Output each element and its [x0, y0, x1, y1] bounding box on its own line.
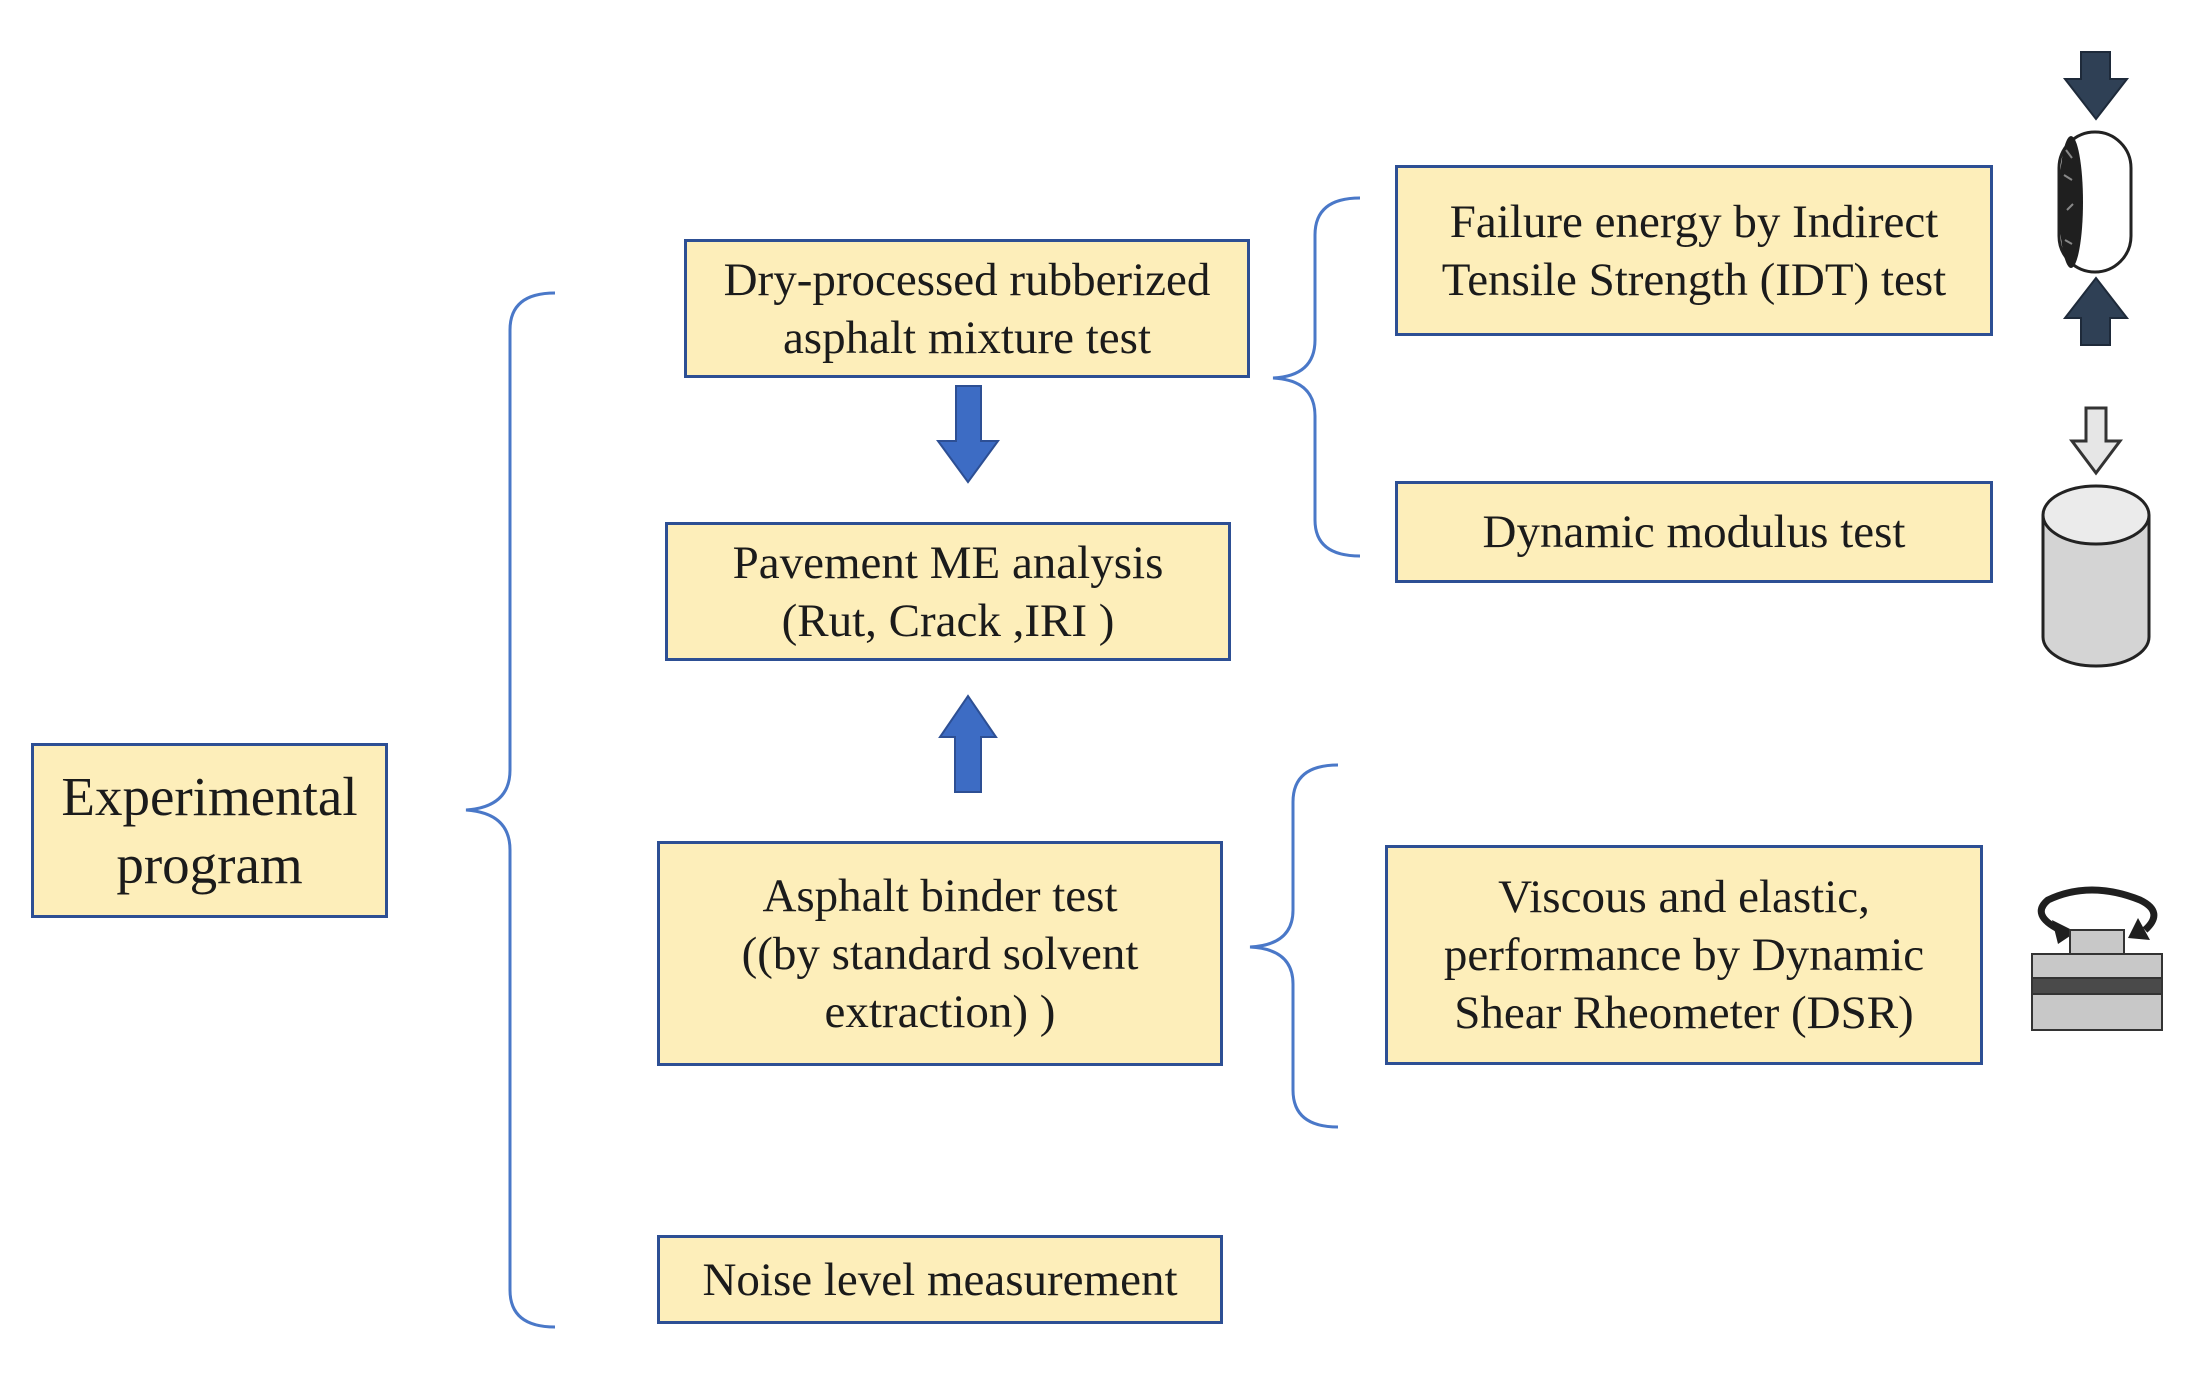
main-bracket [465, 291, 556, 1329]
idt-specimen-icon [2057, 51, 2133, 346]
dry-processed-test-label: Dry-processed rubberized asphalt mixture… [723, 253, 1211, 364]
noise-level-measurement-box: Noise level measurement [657, 1235, 1223, 1324]
dynamic-modulus-test-label: Dynamic modulus test [1482, 506, 1906, 558]
arrow-up-icon [938, 694, 998, 793]
cylinder-specimen-icon [2041, 406, 2151, 668]
dynamic-modulus-test-box: Dynamic modulus test [1395, 481, 1993, 583]
dry-processed-test-box: Dry-processed rubberized asphalt mixture… [684, 239, 1250, 378]
pavement-me-analysis-box: Pavement ME analysis (Rut, Crack ,IRI ) [665, 522, 1231, 661]
mixture-test-bracket [1272, 196, 1361, 558]
asphalt-binder-test-label: Asphalt binder test ((by standard solven… [741, 869, 1139, 1038]
viscous-elastic-dsr-label: Viscous and elastic, performance by Dyna… [1443, 871, 1925, 1039]
experimental-program-box: Experimental program [31, 743, 388, 918]
asphalt-binder-test-box: Asphalt binder test ((by standard solven… [657, 841, 1223, 1066]
noise-level-measurement-label: Noise level measurement [702, 1253, 1178, 1306]
viscous-elastic-dsr-box: Viscous and elastic, performance by Dyna… [1385, 845, 1983, 1065]
failure-energy-idt-box: Failure energy by Indirect Tensile Stren… [1395, 165, 1993, 336]
pavement-me-analysis-label: Pavement ME analysis (Rut, Crack ,IRI ) [732, 536, 1164, 647]
dsr-plate-icon [2031, 886, 2163, 1031]
failure-energy-idt-label: Failure energy by Indirect Tensile Stren… [1441, 195, 1947, 306]
binder-test-bracket [1249, 763, 1339, 1129]
arrow-down-icon [936, 385, 1000, 484]
experimental-program-label: Experimental program [61, 765, 358, 895]
